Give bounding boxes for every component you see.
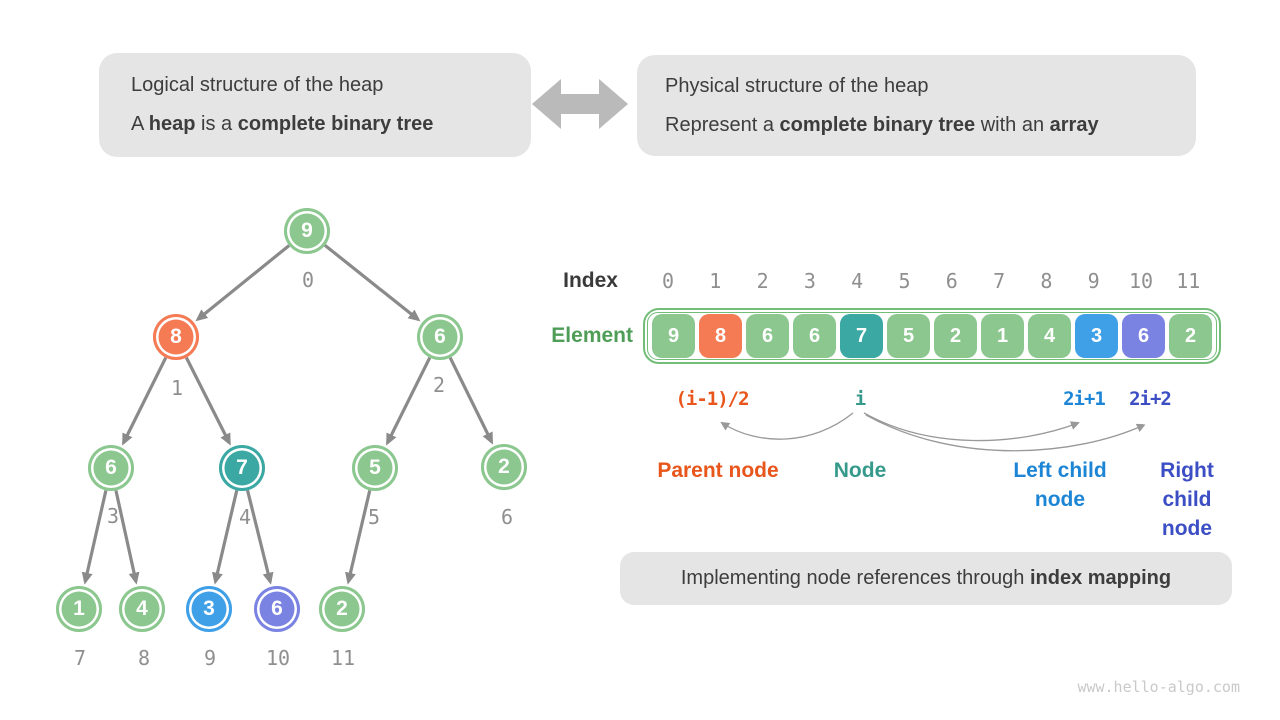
- formula-2i+1: 2i+1: [1063, 388, 1106, 410]
- formula-label-node: Node: [833, 459, 887, 482]
- element-row-label: Element: [551, 324, 633, 347]
- tree-index-label-6: 6: [500, 505, 514, 529]
- double-arrow-icon: [532, 79, 628, 129]
- note-line: Implementing node references through ind…: [680, 567, 1172, 589]
- tree-edge: [212, 487, 240, 585]
- tree-edge: [345, 487, 373, 585]
- array-cell-4: 7: [840, 314, 883, 358]
- array-index-6: 6: [945, 269, 958, 293]
- array-index-1: 1: [709, 269, 722, 293]
- array-cell-1: 8: [699, 314, 742, 358]
- array-index-8: 8: [1040, 269, 1053, 293]
- tree-index-label-5: 5: [367, 505, 381, 529]
- array-index-2: 2: [756, 269, 769, 293]
- tree-index-label-9: 9: [203, 646, 217, 670]
- array-index-11: 11: [1176, 269, 1201, 293]
- tree-index-label-11: 11: [330, 646, 356, 670]
- formula-i: i: [854, 388, 866, 410]
- tree-edge: [195, 242, 293, 322]
- watermark: www.hello-algo.com: [1077, 678, 1240, 696]
- array-index-9: 9: [1087, 269, 1100, 293]
- array-cell-10: 6: [1122, 314, 1165, 358]
- tree-node-1: 8: [153, 314, 199, 360]
- index-row-label: Index: [563, 269, 618, 292]
- tree-node-5: 5: [352, 445, 398, 491]
- tree-edge: [321, 242, 421, 322]
- array-cell-0: 9: [652, 314, 695, 358]
- array-index-10: 10: [1128, 269, 1154, 293]
- tree-node-8: 4: [119, 586, 165, 632]
- physical-structure-note: Physical structure of the heap Represent…: [637, 55, 1196, 156]
- array-index-0: 0: [661, 269, 675, 293]
- tree-node-3: 6: [88, 445, 134, 491]
- array-cell-11: 2: [1169, 314, 1212, 358]
- tree-edge: [447, 354, 494, 445]
- tree-node-2: 6: [417, 314, 463, 360]
- tree-edge: [183, 354, 231, 446]
- tree-node-7: 1: [56, 586, 102, 632]
- tree-edge: [81, 487, 109, 585]
- tree-index-label-10: 10: [265, 646, 291, 670]
- array-index-4: 4: [851, 269, 864, 293]
- index-mapping-note: Implementing node references through ind…: [620, 552, 1232, 605]
- note-line: Represent a complete binary tree with an…: [665, 113, 1099, 136]
- array-cell-7: 1: [981, 314, 1024, 358]
- tree-node-6: 2: [481, 444, 527, 490]
- tree-index-label-2: 2: [432, 373, 446, 397]
- tree-node-11: 2: [319, 586, 365, 632]
- logical-structure-note: Logical structure of the heap A heap is …: [99, 53, 531, 157]
- tree-node-9: 3: [186, 586, 232, 632]
- tree-index-label-1: 1: [170, 376, 184, 400]
- index-mapping-arrows: [720, 412, 1146, 452]
- note-line: Physical structure of the heap: [665, 74, 929, 97]
- array-cell-6: 2: [934, 314, 977, 358]
- array-cell-8: 4: [1028, 314, 1071, 358]
- array-cell-9: 3: [1075, 314, 1118, 358]
- formula-(i-1)/2: (i-1)/2: [675, 388, 749, 410]
- tree-node-10: 6: [254, 586, 300, 632]
- formula-label-parent-node: Parent node: [657, 459, 779, 482]
- tree-index-label-3: 3: [106, 504, 120, 528]
- note-line: A heap is a complete binary tree: [131, 113, 434, 135]
- tree-index-label-4: 4: [238, 505, 252, 529]
- tree-edge: [113, 487, 140, 585]
- array-cell-3: 6: [793, 314, 836, 358]
- array-index-3: 3: [803, 269, 816, 293]
- array-index-7: 7: [993, 269, 1006, 293]
- array-cell-5: 5: [887, 314, 930, 358]
- tree-edge: [245, 487, 274, 585]
- tree-index-label-7: 7: [73, 646, 87, 670]
- tree-edge: [122, 354, 169, 446]
- tree-index-label-8: 8: [137, 646, 151, 670]
- array-index-5: 5: [898, 269, 911, 293]
- tree-node-0: 9: [284, 208, 330, 254]
- tree-node-4: 7: [219, 445, 265, 491]
- array-cell-2: 6: [746, 314, 789, 358]
- formula-2i+2: 2i+2: [1129, 388, 1172, 410]
- tree-edge: [386, 354, 433, 446]
- tree-index-label-0: 0: [301, 268, 315, 292]
- note-line: Logical structure of the heap: [131, 74, 384, 96]
